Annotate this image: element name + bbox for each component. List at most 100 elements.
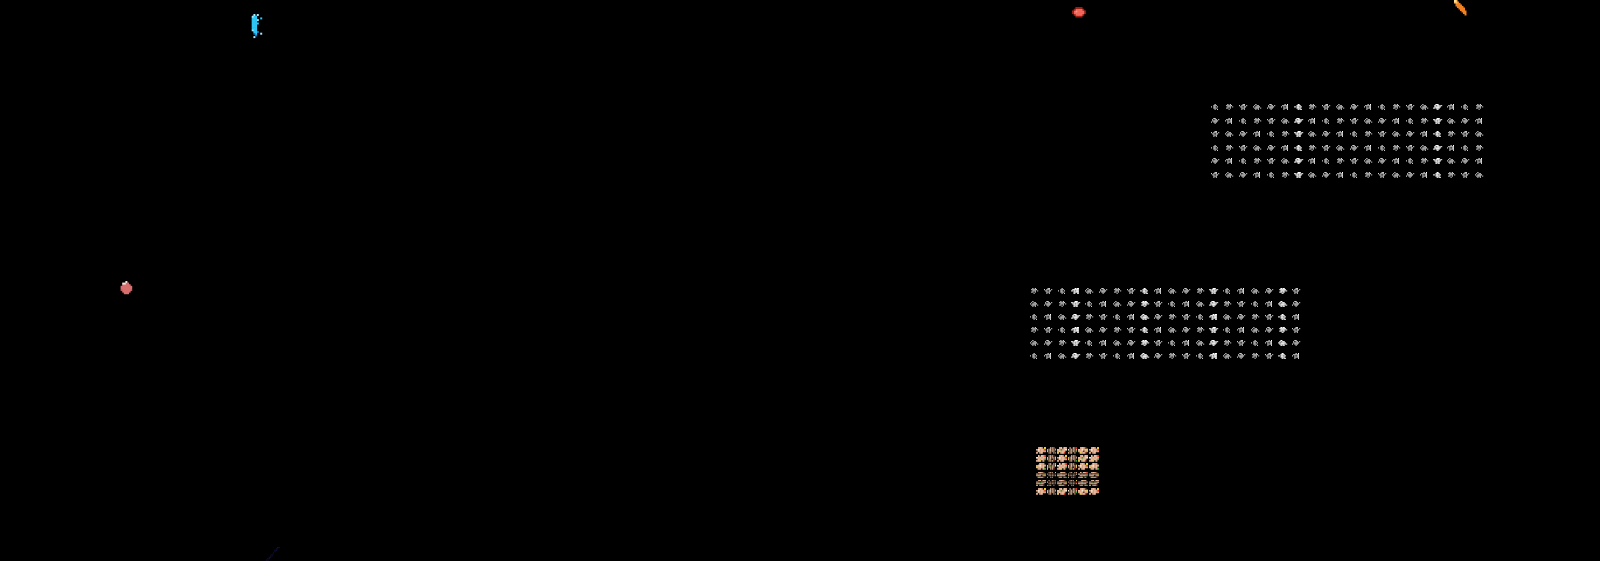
white-swarm-mid-particle bbox=[1030, 288, 1031, 289]
white-swarm-top-particle bbox=[1475, 104, 1476, 105]
white-swarm-mid-particle bbox=[1085, 340, 1086, 341]
white-swarm-top-particle bbox=[1253, 131, 1254, 132]
white-swarm-top-particle bbox=[1447, 131, 1448, 132]
white-swarm-mid-particle bbox=[1196, 288, 1197, 289]
white-swarm-mid-particle bbox=[1237, 301, 1238, 302]
color-fleet-particle bbox=[1057, 472, 1059, 474]
color-fleet-particle bbox=[1057, 463, 1059, 465]
white-swarm-mid-particle bbox=[1127, 327, 1128, 328]
white-swarm-top-particle bbox=[1447, 158, 1448, 159]
white-swarm-mid-particle bbox=[1265, 340, 1266, 341]
white-swarm-top-particle bbox=[1308, 172, 1309, 173]
white-swarm-mid-particle bbox=[1168, 340, 1169, 341]
white-swarm-mid-particle bbox=[1196, 301, 1197, 302]
white-swarm-mid-particle bbox=[1044, 314, 1045, 315]
white-swarm-mid-particle bbox=[1196, 353, 1197, 354]
white-swarm-top-particle bbox=[1211, 131, 1212, 132]
color-fleet-particle bbox=[1089, 463, 1091, 465]
white-swarm-top-particle bbox=[1420, 158, 1421, 159]
white-swarm-top-particle bbox=[1433, 104, 1434, 105]
white-swarm-mid-particle bbox=[1099, 327, 1100, 328]
white-swarm-top-particle bbox=[1267, 145, 1268, 146]
white-swarm-mid-particle bbox=[1071, 301, 1072, 302]
white-swarm-top-particle bbox=[1378, 118, 1379, 119]
color-fleet-particle bbox=[1036, 447, 1038, 449]
white-swarm-top-particle bbox=[1406, 158, 1407, 159]
white-swarm-mid-particle bbox=[1209, 353, 1210, 354]
white-swarm-mid-particle bbox=[1223, 327, 1224, 328]
white-swarm-top-particle bbox=[1350, 131, 1351, 132]
white-swarm-top-particle bbox=[1239, 145, 1240, 146]
white-swarm-top-particle bbox=[1406, 172, 1407, 173]
color-fleet-particle bbox=[1078, 488, 1080, 490]
color-fleet-particle bbox=[1089, 472, 1091, 474]
color-fleet-particle bbox=[1057, 455, 1059, 457]
white-swarm-mid-particle bbox=[1292, 340, 1293, 341]
color-fleet-particle bbox=[1036, 480, 1038, 482]
white-swarm-top-particle bbox=[1281, 131, 1282, 132]
white-swarm-top-particle bbox=[1364, 131, 1365, 132]
color-fleet-particle bbox=[1068, 488, 1070, 490]
white-swarm-top-particle bbox=[1392, 131, 1393, 132]
white-swarm-mid-particle bbox=[1140, 288, 1141, 289]
white-swarm-mid-particle bbox=[1278, 327, 1279, 328]
white-swarm-top-particle bbox=[1239, 158, 1240, 159]
white-swarm-mid-particle bbox=[1237, 327, 1238, 328]
white-swarm-mid-particle bbox=[1099, 301, 1100, 302]
white-swarm-mid-particle bbox=[1113, 353, 1114, 354]
white-swarm-top-particle bbox=[1406, 118, 1407, 119]
white-swarm-top-particle bbox=[1364, 172, 1365, 173]
white-swarm-mid-particle bbox=[1140, 353, 1141, 354]
white-swarm-top-particle bbox=[1336, 145, 1337, 146]
white-swarm-mid-particle bbox=[1030, 353, 1031, 354]
color-fleet-particle bbox=[1036, 488, 1038, 490]
white-swarm-mid-particle bbox=[1278, 314, 1279, 315]
color-fleet-particle bbox=[1078, 455, 1080, 457]
color-fleet-particle bbox=[1036, 455, 1038, 457]
white-swarm-mid-particle bbox=[1251, 288, 1252, 289]
white-swarm-mid-particle bbox=[1030, 327, 1031, 328]
white-swarm-top-particle bbox=[1294, 145, 1295, 146]
white-swarm-top-particle bbox=[1281, 158, 1282, 159]
white-swarm-top-particle bbox=[1294, 104, 1295, 105]
white-swarm-mid-particle bbox=[1237, 353, 1238, 354]
color-fleet-particle bbox=[1089, 447, 1091, 449]
white-swarm-mid-particle bbox=[1044, 340, 1045, 341]
white-swarm-mid-particle bbox=[1265, 314, 1266, 315]
white-swarm-mid-particle bbox=[1182, 314, 1183, 315]
white-swarm-top-particle bbox=[1308, 104, 1309, 105]
white-swarm-mid-particle bbox=[1058, 327, 1059, 328]
color-fleet-particle bbox=[1078, 480, 1080, 482]
white-swarm-mid-particle bbox=[1278, 340, 1279, 341]
white-swarm-mid-particle bbox=[1223, 288, 1224, 289]
white-swarm-top-particle bbox=[1350, 172, 1351, 173]
white-swarm-top-particle bbox=[1239, 104, 1240, 105]
white-swarm-top-particle bbox=[1281, 104, 1282, 105]
white-swarm-mid-particle bbox=[1278, 288, 1279, 289]
white-swarm-top-particle bbox=[1308, 145, 1309, 146]
white-swarm-mid-particle bbox=[1251, 353, 1252, 354]
white-swarm-mid-particle bbox=[1071, 288, 1072, 289]
color-fleet-particle bbox=[1057, 447, 1059, 449]
white-swarm-top-particle bbox=[1350, 158, 1351, 159]
white-swarm-top-particle bbox=[1364, 158, 1365, 159]
white-swarm-top-particle bbox=[1308, 118, 1309, 119]
white-swarm-top-particle bbox=[1392, 104, 1393, 105]
white-swarm-mid-particle bbox=[1058, 314, 1059, 315]
white-swarm-top-particle bbox=[1475, 158, 1476, 159]
white-swarm-mid-particle bbox=[1209, 301, 1210, 302]
white-swarm-top-particle bbox=[1433, 145, 1434, 146]
white-swarm-mid-particle bbox=[1058, 353, 1059, 354]
white-swarm-mid-particle bbox=[1127, 314, 1128, 315]
white-swarm-mid-particle bbox=[1154, 301, 1155, 302]
white-swarm-top-particle bbox=[1364, 118, 1365, 119]
white-swarm-mid-particle bbox=[1251, 327, 1252, 328]
white-swarm-mid-particle bbox=[1292, 301, 1293, 302]
white-swarm-top-particle bbox=[1350, 145, 1351, 146]
white-swarm-mid-particle bbox=[1058, 288, 1059, 289]
white-swarm-mid-particle bbox=[1113, 288, 1114, 289]
color-fleet-particle bbox=[1068, 455, 1070, 457]
white-swarm-top-particle bbox=[1322, 145, 1323, 146]
white-swarm-mid-particle bbox=[1278, 301, 1279, 302]
